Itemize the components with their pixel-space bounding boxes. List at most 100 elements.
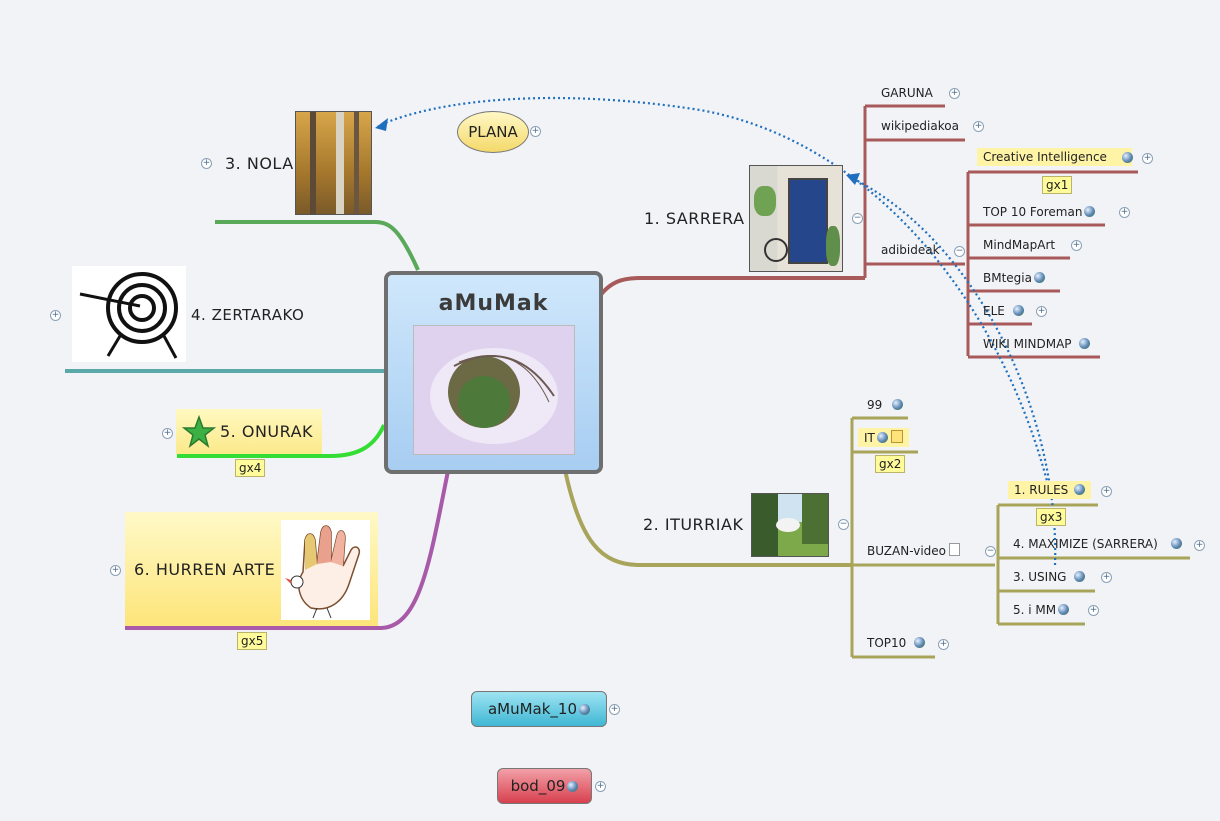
topic-adibideak[interactable]: adibideak (881, 243, 940, 257)
hurren-expand-icon[interactable]: + (110, 565, 121, 576)
bmtegia-label: BMtegia (983, 271, 1032, 285)
top10-expand-icon[interactable]: + (938, 639, 949, 650)
note-icon[interactable] (890, 430, 903, 443)
zertarako-expand-icon[interactable]: + (50, 310, 61, 321)
amumak10-label: aMuMak_10 (487, 700, 578, 718)
link-onurak (177, 424, 386, 458)
topic-rules[interactable]: 1. RULES (1008, 481, 1092, 499)
topic-maximize[interactable]: 4. MAXIMIZE (SARRERA) (1013, 537, 1182, 551)
web-link-icon[interactable] (1122, 152, 1133, 163)
central-title: aMuMak (438, 291, 549, 316)
buzan-video-label: BUZAN-video (867, 544, 946, 558)
amumak10-expand-icon[interactable]: + (609, 704, 620, 715)
tag-gx2: gx2 (875, 455, 906, 473)
wiki-mindmap-label: WIKI MINDMAP (983, 337, 1072, 351)
iturriak-park-image (751, 493, 829, 557)
mindmapart-expand-icon[interactable]: + (1071, 240, 1082, 251)
document-icon[interactable] (949, 543, 960, 556)
web-link-icon[interactable] (1084, 206, 1096, 217)
top10-label: TOP10 (867, 636, 907, 650)
topic-bmtegia[interactable]: BMtegia (983, 271, 1045, 285)
web-link-icon[interactable] (876, 432, 888, 443)
adibideak-label: adibideak (881, 243, 940, 257)
hurren-label: 6. HURREN ARTE (134, 560, 276, 579)
link-nola (215, 220, 420, 271)
nola-label: 3. NOLA (225, 154, 294, 173)
web-link-icon[interactable] (892, 399, 904, 410)
central-topic[interactable]: aMuMak (384, 271, 603, 474)
sarrera-door-image (749, 165, 843, 272)
buzan-collapse-icon[interactable]: − (985, 546, 996, 557)
amumak10-topic[interactable]: aMuMak_10 (471, 691, 607, 727)
web-link-icon[interactable] (567, 781, 579, 792)
imm-label: 5. i MM (1013, 603, 1057, 617)
bod09-topic[interactable]: bod_09 (497, 768, 592, 804)
using-expand-icon[interactable]: + (1101, 572, 1112, 583)
bod09-expand-icon[interactable]: + (595, 781, 606, 792)
wikipediakoa-expand-icon[interactable]: + (973, 121, 984, 132)
garuna-expand-icon[interactable]: + (949, 88, 960, 99)
nola-forest-image (295, 111, 372, 215)
web-link-icon[interactable] (1012, 305, 1024, 316)
star-icon (182, 415, 216, 448)
garuna-label: GARUNA (881, 86, 933, 100)
ele-expand-icon[interactable]: + (1036, 306, 1047, 317)
topic-onurak[interactable]: 5. ONURAK (176, 409, 322, 454)
onurak-expand-icon[interactable]: + (162, 428, 173, 439)
top10-foreman-label: TOP 10 Foreman (983, 205, 1083, 219)
topic-iturriak[interactable]: 2. ITURRIAK (643, 515, 744, 534)
web-link-icon[interactable] (1058, 604, 1070, 615)
top10-foreman-expand-icon[interactable]: + (1119, 207, 1130, 218)
web-link-icon[interactable] (1074, 571, 1086, 582)
topic-ele[interactable]: ELE (983, 304, 1024, 318)
tag-gx3: gx3 (1036, 508, 1067, 526)
using-label: 3. USING (1013, 570, 1067, 584)
web-link-icon[interactable] (1171, 538, 1182, 549)
topic-using[interactable]: 3. USING (1013, 570, 1086, 584)
relationship-rules-sarrera (847, 175, 1057, 566)
plana-label: PLANA (468, 123, 518, 141)
imm-expand-icon[interactable]: + (1088, 605, 1099, 616)
topic-garuna[interactable]: GARUNA (881, 86, 933, 100)
link-iturriak (563, 469, 852, 567)
web-link-icon[interactable] (1033, 272, 1045, 283)
link-sarrera (595, 276, 865, 302)
nola-expand-icon[interactable]: + (201, 158, 212, 169)
topic-creative-intelligence[interactable]: Creative Intelligence (977, 148, 1132, 166)
tag-gx1: gx1 (1042, 176, 1073, 194)
topic-sarrera[interactable]: 1. SARRERA (644, 209, 745, 228)
web-link-icon[interactable] (579, 704, 591, 715)
n99-label: 99 (867, 398, 883, 412)
mindmapart-label: MindMapArt (983, 238, 1056, 252)
topic-mindmapart[interactable]: MindMapArt (983, 238, 1055, 252)
topic-top10-foreman[interactable]: TOP 10 Foreman (983, 205, 1096, 219)
topic-it[interactable]: IT (858, 428, 909, 447)
topic-buzan-video[interactable]: BUZAN-video (867, 543, 960, 558)
topic-imm[interactable]: 5. i MM (1013, 603, 1070, 617)
topic-zertarako[interactable]: 4. ZERTARAKO (191, 306, 305, 324)
topic-top10[interactable]: TOP10 (867, 636, 926, 650)
plana-expand-icon[interactable]: + (530, 126, 541, 137)
tag-gx4: gx4 (235, 459, 266, 477)
zertarako-target-image (72, 266, 186, 362)
it-label: IT (864, 431, 875, 445)
topic-wikipediakoa[interactable]: wikipediakoa (881, 119, 965, 133)
topic-99[interactable]: 99 (867, 398, 904, 412)
plana-topic[interactable]: PLANA (457, 111, 529, 153)
sarrera-collapse-icon[interactable]: − (852, 213, 863, 224)
iturriak-collapse-icon[interactable]: − (838, 519, 849, 530)
topic-nola[interactable]: 3. NOLA (225, 154, 295, 173)
creative-intelligence-expand-icon[interactable]: + (1142, 153, 1153, 164)
rules-expand-icon[interactable]: + (1101, 486, 1112, 497)
adibideak-collapse-icon[interactable]: − (954, 246, 965, 257)
ele-label: ELE (983, 304, 1005, 318)
creative-intelligence-label: Creative Intelligence (983, 150, 1107, 164)
topic-hurren[interactable]: 6. HURREN ARTE (125, 512, 378, 626)
topic-wiki-mindmap[interactable]: WIKI MINDMAP (983, 337, 1090, 351)
web-link-icon[interactable] (1079, 338, 1090, 349)
hurren-hand-turkey-image (281, 520, 370, 620)
web-link-icon[interactable] (1074, 484, 1086, 495)
relationship-rules-nola (377, 96, 1050, 486)
maximize-expand-icon[interactable]: + (1194, 540, 1205, 551)
web-link-icon[interactable] (914, 637, 926, 648)
